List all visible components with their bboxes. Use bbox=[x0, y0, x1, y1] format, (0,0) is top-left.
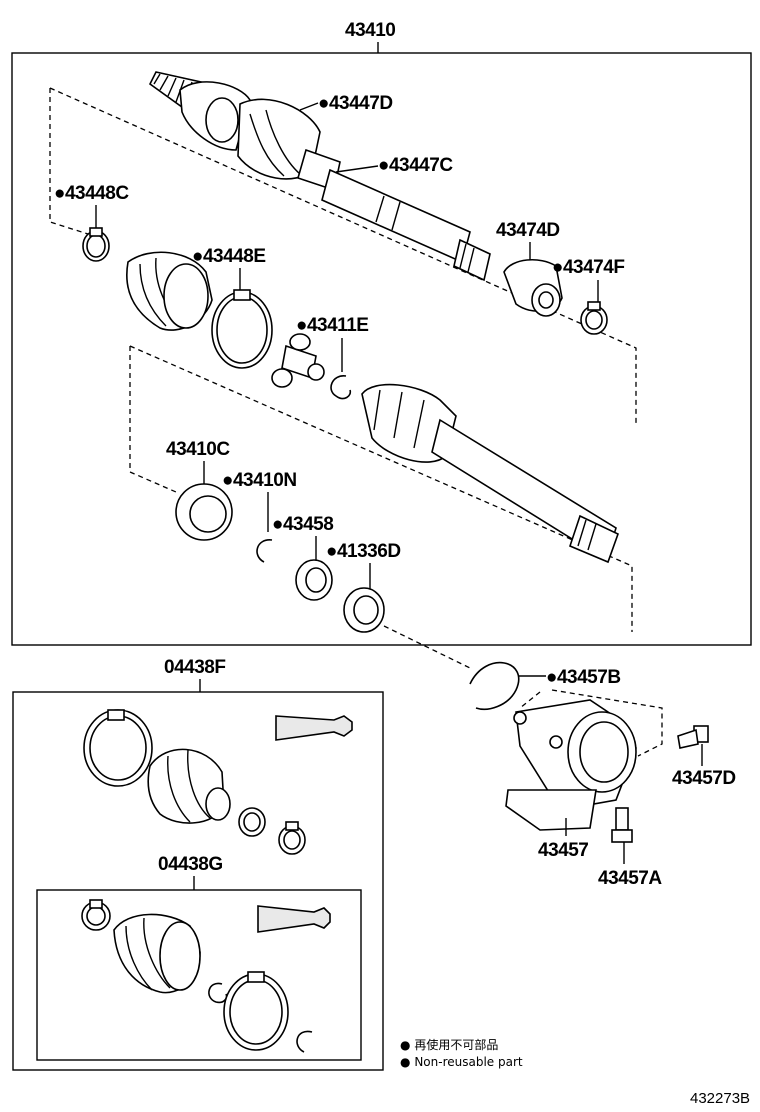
label-43457D: 43457D bbox=[672, 768, 736, 789]
label-43458: 43458 bbox=[283, 514, 333, 535]
label-43474D: 43474D bbox=[496, 220, 560, 241]
label-43457A: 43457A bbox=[598, 868, 662, 889]
label-43457: 43457 bbox=[538, 840, 588, 861]
label-43410: 43410 bbox=[345, 20, 395, 41]
label-43448E: 43448E bbox=[203, 246, 266, 267]
legend-japanese: 再使用不可部品 bbox=[414, 1037, 498, 1052]
svg-text:● Non-reusable part: ● Non-reusable part bbox=[400, 1055, 523, 1069]
kit-F-grease-tube bbox=[275, 715, 353, 741]
kit-04438G-frame bbox=[36, 889, 362, 1061]
label-43411E: 43411E bbox=[307, 315, 368, 336]
seal-41336D bbox=[343, 587, 385, 633]
svg-text:●43457B: ●43457B bbox=[546, 667, 621, 688]
bearing-43410C bbox=[175, 483, 233, 541]
svg-text:●43411E: ●43411E bbox=[296, 315, 368, 336]
label-41336D: 41336D bbox=[337, 541, 401, 562]
label-04438G: 04438G bbox=[158, 854, 223, 875]
clamp-43474F bbox=[580, 301, 608, 335]
snap-ring-43410N bbox=[256, 539, 273, 563]
svg-text:● 再使用不可部品: ● 再使用不可部品 bbox=[400, 1037, 498, 1052]
label-43447C: 43447C bbox=[389, 155, 453, 176]
label-43474F: 43474F bbox=[563, 257, 624, 278]
kit-G-clamp-large bbox=[223, 971, 289, 1051]
svg-text:●43410N: ●43410N bbox=[222, 470, 297, 491]
kit-G-snap-ring-2 bbox=[296, 1030, 313, 1053]
bolt-43457D bbox=[677, 725, 709, 749]
outer-axle-shaft bbox=[148, 71, 491, 282]
kit-G-snap-ring bbox=[208, 982, 228, 1004]
label-43410C: 43410C bbox=[166, 439, 230, 460]
kit-G-grease-tube bbox=[257, 905, 331, 933]
svg-text:●43448E: ●43448E bbox=[192, 246, 266, 267]
tripod-joint-43411E bbox=[271, 333, 325, 388]
kit-04438F-frame bbox=[12, 691, 384, 1071]
svg-text:●41336D: ●41336D bbox=[326, 541, 401, 562]
label-04438F: 04438F bbox=[164, 657, 225, 678]
kit-F-clamp-small bbox=[238, 807, 266, 837]
label-43447D: 43447D bbox=[329, 93, 393, 114]
clamp-43448E bbox=[211, 289, 273, 369]
label-43457B: 43457B bbox=[557, 667, 621, 688]
label-43448C: 43448C bbox=[65, 183, 129, 204]
kit-F-clamp-small-2 bbox=[278, 821, 306, 855]
label-43410N: 43410N bbox=[233, 470, 297, 491]
assembly-frame bbox=[11, 52, 752, 646]
inner-boot bbox=[126, 251, 213, 331]
svg-text:●43458: ●43458 bbox=[272, 514, 333, 535]
svg-text:●43447C: ●43447C bbox=[378, 155, 453, 176]
kit-G-boot bbox=[113, 913, 201, 994]
kit-F-clamp-large bbox=[83, 709, 153, 787]
svg-text:●43474F: ●43474F bbox=[552, 257, 624, 278]
bolt-43457A bbox=[611, 807, 633, 843]
snap-ring bbox=[330, 375, 352, 400]
svg-text:●43448C: ●43448C bbox=[54, 183, 129, 204]
boot-43474D bbox=[503, 259, 563, 317]
svg-text:●43447D: ●43447D bbox=[318, 93, 393, 114]
clamp-43448C bbox=[82, 227, 110, 262]
inner-joint-housing bbox=[361, 383, 619, 564]
kit-F-boot bbox=[147, 748, 231, 824]
kit-G-clamp bbox=[81, 899, 111, 931]
diagram-code: 432273B bbox=[690, 1090, 750, 1107]
seal-43458 bbox=[295, 559, 333, 601]
bracket-43457 bbox=[505, 699, 637, 831]
legend-non-reusable: Non-reusable part bbox=[414, 1055, 523, 1069]
snap-ring-43457B bbox=[469, 661, 520, 710]
